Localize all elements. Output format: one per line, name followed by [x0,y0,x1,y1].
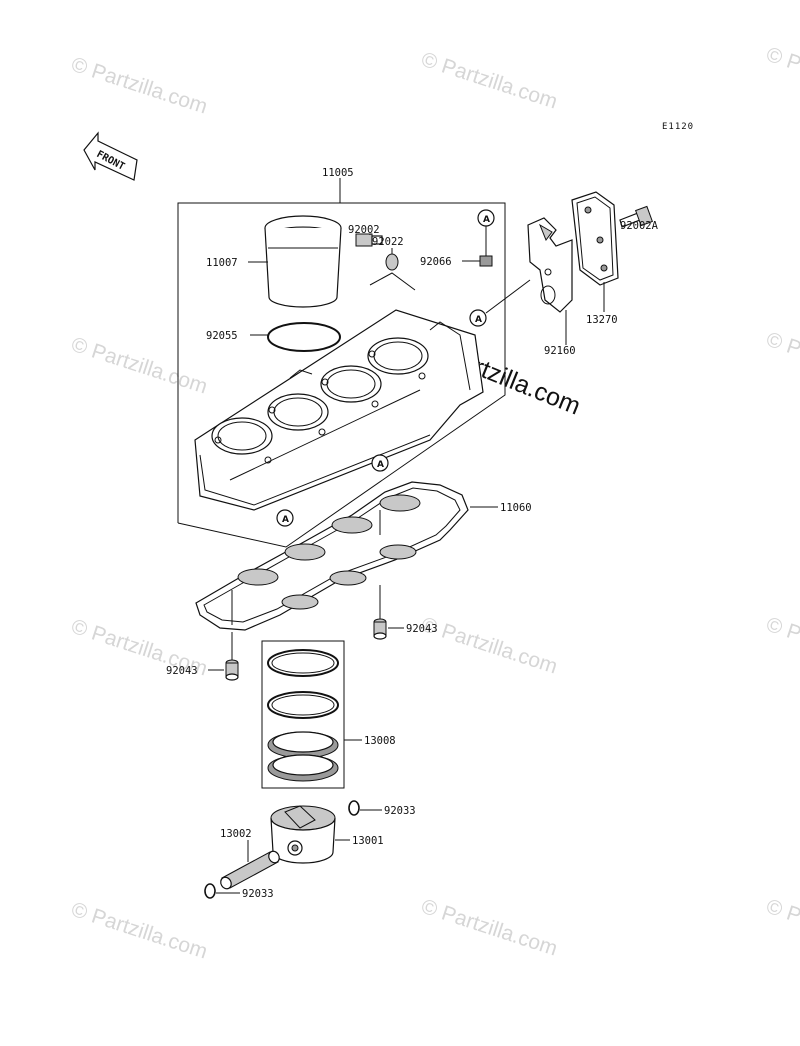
watermark: © Partzilla.com [763,328,800,394]
piston: 13001 [270,805,384,864]
circlip-top: 92033 [348,800,416,817]
part-label-92033: 92033 [242,888,274,900]
watermark: © Partzilla.com [418,613,560,679]
part-label-92002: 92002 [348,224,380,236]
part-label-92043: 92043 [166,665,198,677]
part-label-92033: 92033 [384,805,416,817]
part-label-92022: 92022 [372,236,404,248]
circlip-bottom: 92033 [204,883,274,900]
part-label-11005: 11005 [322,167,354,179]
part-label-11007: 11007 [206,257,238,269]
diagram-code: E1120 [662,122,694,132]
piston-ring-set: 13008 [261,640,396,789]
watermark: © Partzilla.com [68,333,210,399]
part-label-92002A: 92002A [620,220,659,232]
ref-marker-a: A [282,515,289,525]
part-label-13008: 13008 [364,735,396,747]
watermark: © Partzilla.com [68,53,210,119]
piston-pin: 13002 [220,828,280,890]
ref-marker-a: A [377,460,384,470]
part-label-13270: 13270 [586,314,618,326]
washer-92022: 92022 [369,236,416,291]
part-label-92066: 92066 [420,256,452,268]
watermark: © Partzilla.com [418,48,560,114]
ref-marker-a: A [475,315,482,325]
dowel-pin-left: 92043 [166,632,239,681]
ref-marker-a: A [483,215,490,225]
cylinder-gasket: 11060 [195,481,532,631]
cylinder-liner: 11007 [206,215,342,308]
o-ring: 92055 [206,322,341,352]
watermark: © Partzilla.com [763,895,800,961]
ref-marker-group: A A A [276,279,531,527]
part-label-92043: 92043 [406,623,438,635]
dowel-pin-right: 92043 [373,585,438,640]
cylinder-block [194,309,484,511]
part-label-13002: 13002 [220,828,252,840]
plug-92066: A 92066 [420,209,495,268]
bolt-92002A: 92002A [619,205,659,232]
watermark: © Partzilla.com [68,898,210,964]
watermark: © Partzilla.com [763,613,800,679]
part-label-13001: 13001 [352,835,384,847]
part-label-11060: 11060 [500,502,532,514]
front-arrow-icon: FRONT [83,131,138,181]
part-label-92055: 92055 [206,330,238,342]
cover-plate-13270: 13270 [571,191,619,326]
watermark: © Partzilla.com [763,43,800,109]
watermark: © Partzilla.com [418,895,560,961]
part-label-92160: 92160 [544,345,576,357]
bracket-92160: 92160 [527,217,576,357]
bolt-92002: 92002 [348,224,383,247]
